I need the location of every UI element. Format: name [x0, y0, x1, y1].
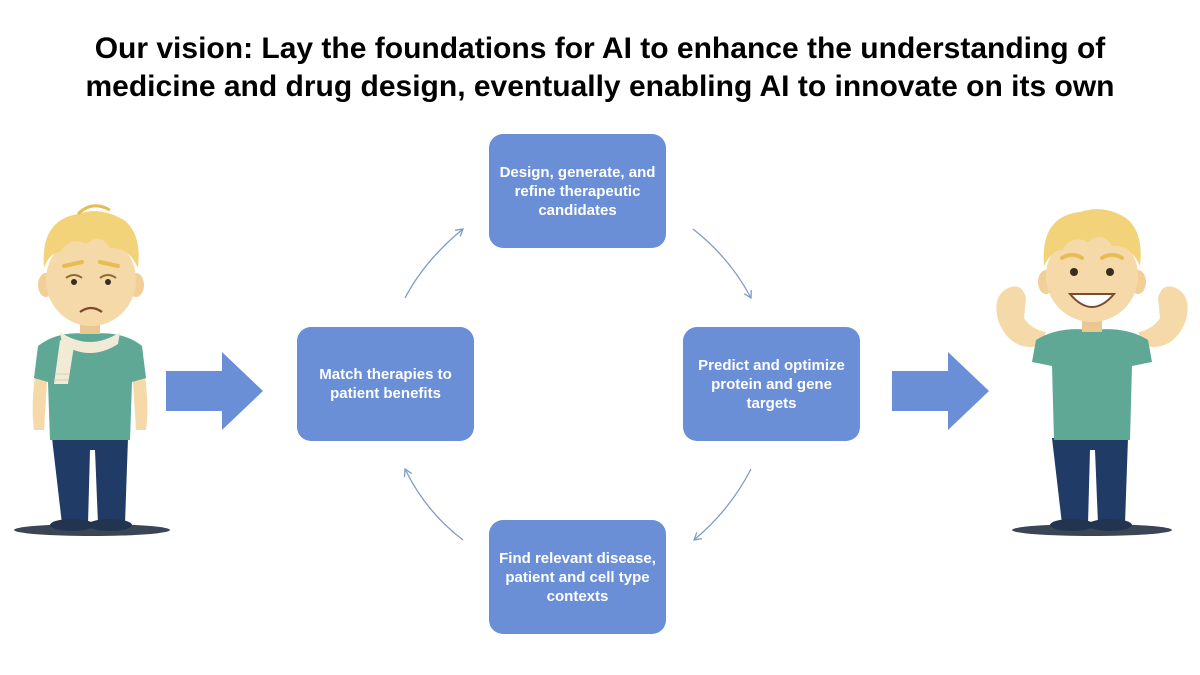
cycle-arrow-bottom-to-left: [403, 467, 464, 541]
sick-person-icon: [14, 204, 170, 536]
step-predict-optimize-targets-label: Predict and optimize protein and gene ta…: [698, 356, 845, 412]
slide-title: Our vision: Lay the foundations for AI t…: [0, 30, 1200, 106]
step-find-relevant-contexts: Find relevant disease, patient and cell …: [489, 520, 666, 634]
step-match-therapies: Match therapies to patient benefits: [297, 327, 474, 441]
title-line-2: medicine and drug design, eventually ena…: [85, 70, 1115, 103]
step-predict-optimize-targets: Predict and optimize protein and gene ta…: [683, 327, 860, 441]
step-design-generate-refine-label: Design, generate, and refine therapeutic…: [499, 163, 656, 219]
step-design-generate-refine: Design, generate, and refine therapeutic…: [489, 134, 666, 248]
cycle-arrow-top-to-right: [692, 228, 752, 300]
block-arrow-left: [166, 352, 263, 430]
cycle-arrow-left-to-top: [404, 228, 465, 299]
block-arrow-right: [892, 352, 989, 430]
step-match-therapies-label: Match therapies to patient benefits: [319, 366, 452, 402]
healthy-strong-person-icon: [996, 209, 1188, 536]
step-find-relevant-contexts-label: Find relevant disease, patient and cell …: [499, 549, 656, 605]
cycle-arrow-right-to-bottom: [692, 468, 752, 541]
title-line-1: Our vision: Lay the foundations for AI t…: [94, 32, 1106, 65]
